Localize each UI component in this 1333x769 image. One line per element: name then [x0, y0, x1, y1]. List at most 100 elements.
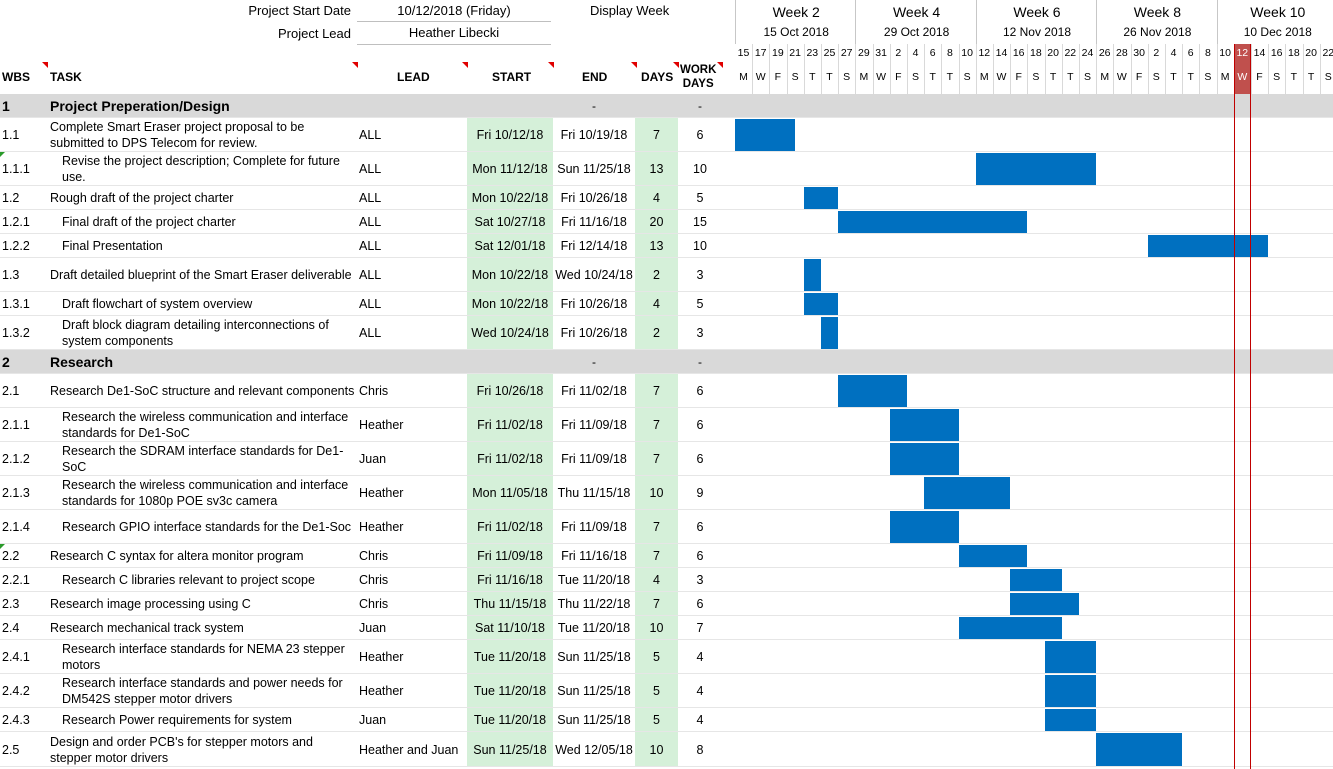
- gantt-bar[interactable]: [803, 293, 839, 315]
- task-cell[interactable]: Research De1-SoC structure and relevant …: [50, 384, 355, 398]
- start-date-cell[interactable]: Tue 11/20/18: [467, 640, 553, 674]
- task-cell[interactable]: Rough draft of the project charter: [50, 191, 234, 205]
- end-date-cell[interactable]: Fri 12/14/18: [560, 239, 628, 253]
- wbs-cell[interactable]: 2.1.3: [2, 486, 30, 500]
- gantt-bar[interactable]: [1010, 593, 1079, 615]
- end-date-cell[interactable]: Sun 11/25/18: [557, 650, 631, 664]
- gantt-bar[interactable]: [1044, 675, 1097, 707]
- days-cell[interactable]: 7: [635, 442, 678, 476]
- gantt-bar[interactable]: [803, 187, 839, 209]
- end-date-cell[interactable]: Fri 11/09/18: [561, 418, 627, 432]
- task-cell[interactable]: Research C libraries relevant to project…: [62, 573, 315, 587]
- lead-cell[interactable]: Juan: [359, 713, 387, 727]
- start-date-cell[interactable]: Tue 11/20/18: [467, 708, 553, 732]
- wbs-cell[interactable]: 1: [2, 98, 10, 114]
- work-days-cell[interactable]: 10: [693, 239, 707, 253]
- end-date-cell[interactable]: Fri 10/19/18: [560, 128, 628, 142]
- project-lead-value[interactable]: Heather Libecki: [357, 25, 551, 45]
- end-date-cell[interactable]: -: [592, 355, 596, 369]
- end-date-cell[interactable]: Fri 10/26/18: [560, 297, 628, 311]
- task-cell[interactable]: Research mechanical track system: [50, 621, 244, 635]
- end-date-cell[interactable]: Tue 11/20/18: [557, 573, 631, 587]
- lead-cell[interactable]: Heather and Juan: [359, 742, 459, 757]
- col-end[interactable]: END: [582, 70, 608, 84]
- work-days-cell[interactable]: 10: [693, 162, 707, 176]
- wbs-cell[interactable]: 1.2.1: [2, 215, 30, 229]
- days-cell[interactable]: 10: [635, 616, 678, 640]
- start-date-cell[interactable]: Fri 11/09/18: [467, 544, 553, 568]
- wbs-cell[interactable]: 1.3: [2, 268, 20, 282]
- start-date-cell[interactable]: Wed 10/24/18: [467, 316, 553, 350]
- end-date-cell[interactable]: Tue 11/20/18: [557, 621, 631, 635]
- end-date-cell[interactable]: -: [592, 99, 596, 113]
- lead-cell[interactable]: ALL: [359, 215, 382, 229]
- start-date-cell[interactable]: Sat 11/10/18: [467, 616, 553, 640]
- wbs-cell[interactable]: 2.4: [2, 621, 20, 635]
- gantt-bar[interactable]: [889, 443, 959, 475]
- end-date-cell[interactable]: Thu 11/22/18: [557, 597, 631, 611]
- gantt-bar[interactable]: [1044, 709, 1097, 731]
- work-days-cell[interactable]: 6: [696, 597, 704, 611]
- lead-cell[interactable]: Juan: [359, 452, 387, 466]
- days-cell[interactable]: 5: [635, 674, 678, 708]
- wbs-cell[interactable]: 2: [2, 354, 10, 370]
- start-date-cell[interactable]: Sat 10/27/18: [467, 210, 553, 234]
- start-date-cell[interactable]: Mon 10/22/18: [467, 292, 553, 316]
- lead-cell[interactable]: ALL: [359, 239, 382, 253]
- end-date-cell[interactable]: Fri 11/16/18: [561, 215, 627, 229]
- days-cell[interactable]: 5: [635, 708, 678, 732]
- work-days-cell[interactable]: 9: [696, 486, 704, 500]
- days-cell[interactable]: 13: [635, 152, 678, 186]
- wbs-cell[interactable]: 1.3.1: [2, 297, 30, 311]
- end-date-cell[interactable]: Wed 12/05/18: [555, 742, 633, 757]
- days-cell[interactable]: [635, 350, 678, 374]
- wbs-cell[interactable]: 2.1.4: [2, 520, 30, 534]
- end-date-cell[interactable]: Fri 10/26/18: [560, 326, 628, 340]
- days-cell[interactable]: 7: [635, 408, 678, 442]
- start-date-cell[interactable]: Mon 10/22/18: [467, 186, 553, 210]
- gantt-bar[interactable]: [889, 409, 959, 441]
- wbs-cell[interactable]: 1.3.2: [2, 326, 30, 340]
- end-date-cell[interactable]: Wed 10/24/18: [555, 268, 633, 282]
- lead-cell[interactable]: ALL: [359, 162, 382, 176]
- days-cell[interactable]: 13: [635, 234, 678, 258]
- start-date-cell[interactable]: Fri 11/02/18: [467, 408, 553, 442]
- gantt-bar[interactable]: [1147, 235, 1269, 257]
- task-cell[interactable]: Revise the project description; Complete…: [62, 154, 340, 184]
- days-cell[interactable]: 4: [635, 292, 678, 316]
- lead-cell[interactable]: Heather: [359, 418, 404, 432]
- work-days-cell[interactable]: 3: [696, 326, 704, 340]
- gantt-bar[interactable]: [838, 211, 1028, 233]
- lead-cell[interactable]: [359, 94, 465, 118]
- start-date-cell[interactable]: Fri 10/26/18: [467, 374, 553, 408]
- lead-cell[interactable]: ALL: [359, 297, 382, 311]
- gantt-bar[interactable]: [958, 545, 1028, 567]
- task-cell[interactable]: Complete Smart Eraser project proposal t…: [50, 120, 305, 150]
- start-date-cell[interactable]: Tue 11/20/18: [467, 674, 553, 708]
- wbs-cell[interactable]: 1.2: [2, 191, 20, 205]
- start-date-cell[interactable]: Mon 11/12/18: [467, 152, 553, 186]
- start-date-cell[interactable]: Fri 10/12/18: [467, 118, 553, 152]
- start-date-cell[interactable]: Sun 11/25/18: [467, 732, 553, 767]
- work-days-cell[interactable]: 4: [696, 713, 704, 727]
- lead-cell[interactable]: [359, 350, 465, 374]
- lead-cell[interactable]: Chris: [359, 597, 389, 611]
- gantt-bar[interactable]: [958, 617, 1062, 639]
- days-cell[interactable]: 20: [635, 210, 678, 234]
- end-date-cell[interactable]: Fri 11/09/18: [561, 520, 627, 534]
- task-cell[interactable]: Research image processing using C: [50, 597, 251, 611]
- lead-cell[interactable]: ALL: [359, 128, 382, 142]
- task-cell[interactable]: Research interface standards for NEMA 23…: [62, 642, 345, 672]
- task-cell[interactable]: Research: [50, 354, 114, 370]
